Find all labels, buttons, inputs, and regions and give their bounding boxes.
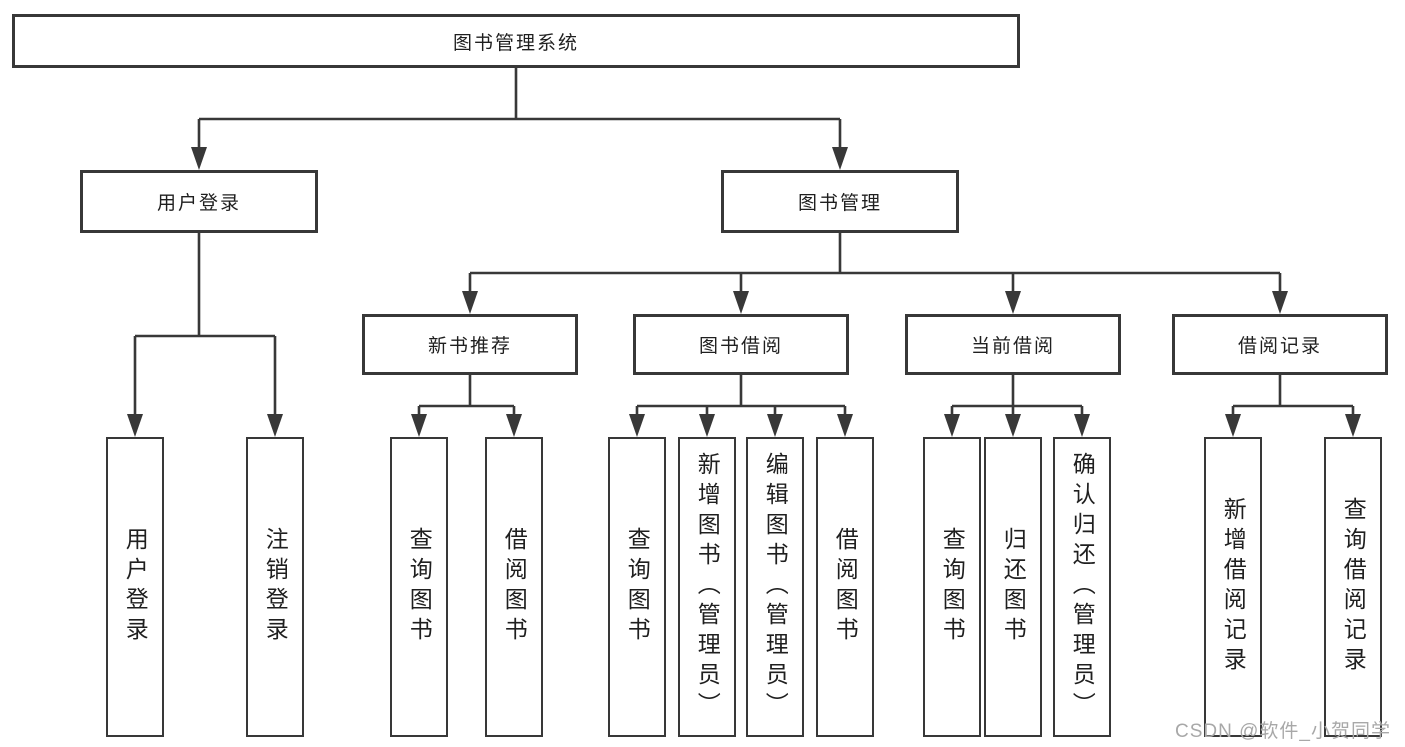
leaf-add-borrow-record: 新增借阅记录 [1204,437,1262,737]
node-label: 新增借阅记录 [1220,497,1247,677]
csdn-watermark: CSDN @软件_小贺同学 [1175,721,1391,742]
node-label: 确认归还（管理员） [1069,452,1096,722]
node-new-book-recommend: 新书推荐 [362,314,578,375]
node-label: 用户登录 [156,193,241,214]
node-label: 归还图书 [1000,527,1027,647]
node-label: 新增图书（管理员） [694,452,721,722]
leaf-query-borrow-record: 查询借阅记录 [1324,437,1382,737]
node-borrow-records: 借阅记录 [1172,314,1388,375]
node-label: 新书推荐 [427,336,512,357]
node-label: 当前借阅 [970,336,1055,357]
node-label: 注销登录 [262,527,289,647]
leaf-query-books-current: 查询图书 [923,437,981,737]
leaf-edit-book-admin: 编辑图书（管理员） [746,437,804,737]
leaf-logout-login: 注销登录 [246,437,304,737]
node-label: 查询图书 [406,527,433,647]
node-book-management: 图书管理 [721,170,959,233]
node-library-management-system: 图书管理系统 [12,14,1020,68]
node-user-login: 用户登录 [80,170,318,233]
node-label: 图书管理系统 [452,32,579,54]
node-label: 查询借阅记录 [1340,497,1367,677]
node-label: 用户登录 [122,527,149,647]
leaf-return-books: 归还图书 [984,437,1042,737]
node-label: 编辑图书（管理员） [762,452,789,722]
node-label: 查询图书 [939,527,966,647]
node-label: 查询图书 [624,527,651,647]
node-current-borrow: 当前借阅 [905,314,1121,375]
leaf-borrow-books-recommend: 借阅图书 [485,437,543,737]
node-label: 借阅图书 [832,527,859,647]
node-label: 借阅图书 [501,527,528,647]
node-label: 图书借阅 [698,336,783,357]
leaf-borrow-books: 借阅图书 [816,437,874,737]
node-book-borrow: 图书借阅 [633,314,849,375]
leaf-query-books-borrow: 查询图书 [608,437,666,737]
arrowheads [127,147,1361,437]
leaf-user-login: 用户登录 [106,437,164,737]
leaf-confirm-return-admin: 确认归还（管理员） [1053,437,1111,737]
node-label: 图书管理 [797,193,882,214]
node-label: 借阅记录 [1237,336,1322,357]
leaf-add-book-admin: 新增图书（管理员） [678,437,736,737]
leaf-query-books-recommend: 查询图书 [390,437,448,737]
